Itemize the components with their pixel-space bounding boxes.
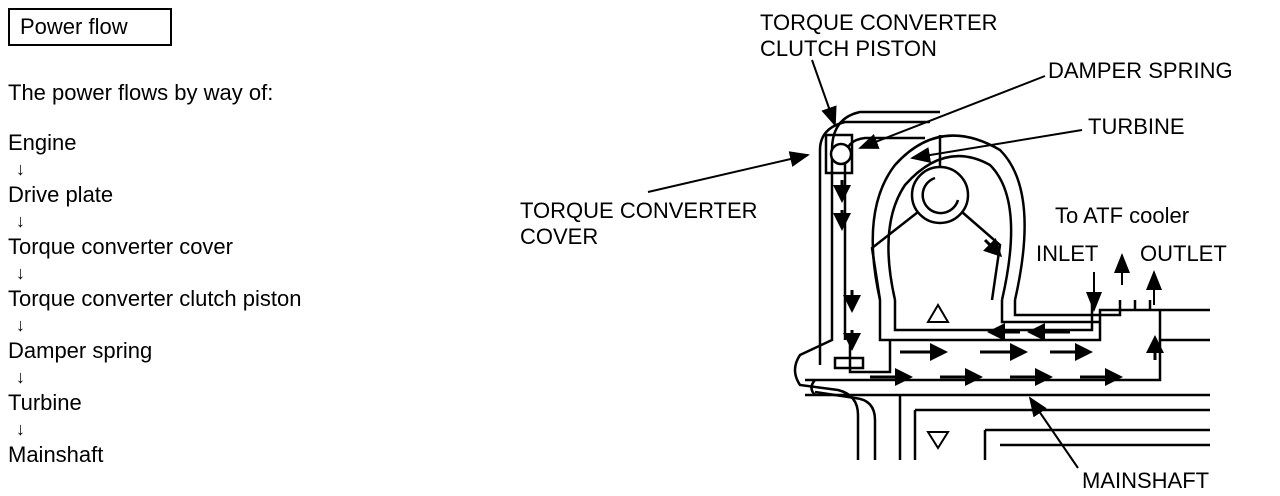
section-title: Power flow — [8, 8, 172, 46]
direction-triangles — [926, 303, 950, 450]
down-arrow-icon: ↓ — [16, 367, 25, 387]
leader-lines — [647, 59, 1083, 469]
label-atf-cooler: To ATF cooler — [1055, 203, 1189, 228]
down-arrow-icon: ↓ — [16, 419, 25, 439]
label-outlet: OUTLET — [1140, 241, 1227, 266]
oil-flow-arrows — [833, 180, 1164, 386]
down-arrow-icon: ↓ — [16, 263, 25, 283]
damper-spring-icon — [829, 142, 853, 166]
flow-step-damper-spring: Damper spring — [8, 338, 153, 363]
label-damper-spring: DAMPER SPRING — [1048, 58, 1233, 83]
flow-step-drive-plate: Drive plate — [8, 182, 114, 207]
down-arrow-icon: ↓ — [16, 159, 25, 179]
label-cover-line1: TORQUE CONVERTER — [520, 198, 758, 223]
power-flow-list: Engine ↓ Drive plate ↓ Torque converter … — [8, 130, 302, 468]
flow-step-converter-cover: Torque converter cover — [8, 234, 233, 259]
intro-text: The power flows by way of: — [8, 80, 274, 105]
label-inlet: INLET — [1036, 241, 1098, 266]
converter-housing — [793, 110, 1210, 460]
down-arrow-icon: ↓ — [16, 315, 25, 335]
label-turbine: TURBINE — [1088, 114, 1185, 139]
label-clutch-piston-line1: TORQUE CONVERTER — [760, 10, 998, 35]
down-arrow-icon: ↓ — [16, 211, 25, 231]
flow-step-mainshaft: Mainshaft — [8, 442, 104, 467]
flow-step-turbine: Turbine — [8, 390, 82, 415]
label-mainshaft: MAINSHAFT — [1082, 468, 1209, 493]
flow-step-engine: Engine — [8, 130, 77, 155]
label-clutch-piston-line2: CLUTCH PISTON — [760, 36, 937, 61]
atf-cooler-arrows — [1086, 253, 1162, 312]
label-cover-line2: COVER — [520, 224, 598, 249]
flow-step-clutch-piston: Torque converter clutch piston — [8, 286, 302, 311]
